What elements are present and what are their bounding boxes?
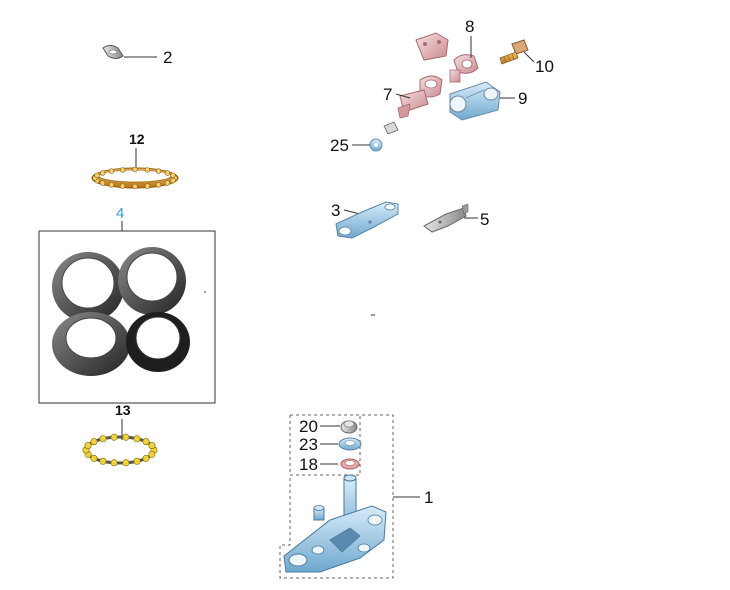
gold-bearing-tooth: [99, 170, 106, 176]
gold-bearing-tooth: [99, 180, 106, 186]
part-3-blue-bracket: [335, 201, 399, 239]
bearing-ball: [122, 459, 130, 467]
gold-bearing-tooth: [155, 168, 162, 174]
gold-bearing-tooth: [170, 172, 176, 179]
part-20-cap-nut: [340, 420, 358, 434]
bearing-ball: [148, 442, 156, 450]
part-18-seal: [340, 458, 360, 470]
part-7-pink-stem-clamp: [397, 75, 443, 119]
gold-bearing-tooth: [170, 177, 176, 184]
bearing-ball: [110, 459, 118, 467]
part-12-gold-bearing: [91, 166, 179, 190]
bearing-ball: [142, 454, 150, 462]
bearing-ball: [84, 442, 92, 450]
callout-4: 4: [116, 205, 124, 222]
race-top-left: [52, 252, 124, 322]
gold-bearing-tooth: [155, 182, 162, 188]
part-23-washer: [338, 437, 362, 451]
bearing-ball: [90, 438, 98, 446]
part-4-bearing-races: [52, 247, 190, 376]
part-2-clip: [102, 45, 124, 59]
part-5-grey-bracket: [423, 203, 469, 233]
leader-7: [395, 93, 411, 99]
part-4-frame: [38, 230, 216, 404]
callout-13: 13: [115, 402, 131, 418]
callout-7: 7: [383, 85, 392, 104]
part-9-blue-clamp: [449, 81, 501, 121]
bearing-ball: [122, 433, 130, 441]
gold-bearing-tooth: [144, 167, 151, 173]
race-bottom-right: [126, 312, 190, 372]
bearing-ball: [90, 454, 98, 462]
gold-bearing-tooth: [119, 167, 126, 173]
bearing-ball: [133, 457, 141, 465]
part-10-bolt: [499, 39, 529, 65]
callout-18: 18: [299, 455, 318, 474]
callout-12: 12: [129, 131, 145, 147]
callout-1: 1: [424, 488, 433, 507]
callout-25: 25: [330, 136, 349, 155]
bearing-ball: [142, 438, 150, 446]
bearing-ball: [133, 435, 141, 443]
part-13-ball-bearing: [82, 433, 158, 467]
race-bottom-left: [52, 312, 130, 376]
callout-3: 3: [331, 201, 340, 220]
part-8-pink-clamp: [415, 32, 479, 83]
bearing-ball: [110, 433, 118, 441]
part-25-nut: [369, 121, 399, 152]
callout-2: 2: [163, 48, 172, 67]
gold-bearing-tooth: [94, 172, 100, 179]
callout-9: 9: [518, 89, 527, 108]
part-1-group-outline: [279, 414, 394, 579]
part-1-steering-stem: [283, 474, 387, 573]
gold-bearing-tooth: [132, 183, 138, 190]
bearing-ball: [148, 450, 156, 458]
leader-10: [523, 51, 535, 63]
gold-bearing-tooth: [108, 168, 115, 174]
bearing-ball: [99, 457, 107, 465]
callout-5: 5: [480, 210, 489, 229]
part-1-small-group: [289, 415, 360, 476]
callout-8: 8: [465, 17, 474, 36]
bearing-ball: [99, 435, 107, 443]
leader-3: [343, 209, 361, 215]
gold-bearing-tooth: [164, 170, 171, 176]
callout-10: 10: [535, 57, 554, 76]
gold-bearing-tooth: [164, 180, 171, 186]
gold-bearing-tooth: [108, 182, 115, 188]
gold-bearing-tooth: [119, 183, 126, 189]
callout-23: 23: [299, 435, 318, 454]
callout-20: 20: [299, 417, 318, 436]
race-top-right: [118, 247, 186, 315]
gold-bearing-tooth: [144, 183, 151, 189]
gold-bearing-tooth: [132, 166, 138, 173]
